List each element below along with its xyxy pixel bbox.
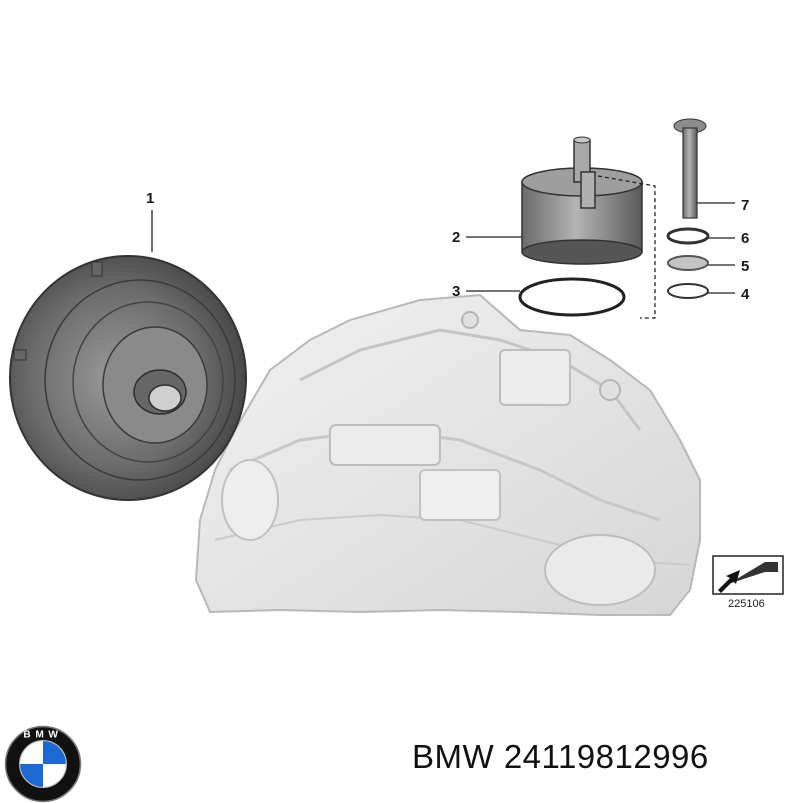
- washer-5: [667, 255, 709, 271]
- callout-1: 1: [146, 190, 155, 207]
- part-number: 24119812996: [503, 738, 709, 775]
- logo-text: BMW: [23, 729, 62, 740]
- callout-5: 5: [741, 258, 750, 275]
- transmission-housing: [194, 293, 701, 616]
- part-caption: BMW 24119812996: [412, 738, 709, 776]
- callout-6: 6: [741, 230, 750, 247]
- washer-6: [666, 227, 710, 245]
- bmw-roundel-icon: BMW: [4, 725, 82, 803]
- oil-filter: [521, 136, 643, 265]
- brand-name: BMW: [412, 738, 495, 775]
- bolt: [673, 118, 707, 219]
- callout-2: 2: [452, 229, 461, 246]
- washer-4: [667, 283, 709, 299]
- leader-lines: [151, 175, 735, 319]
- callout-3: 3: [452, 283, 461, 300]
- arrow-icon: [718, 570, 740, 593]
- reference-number: 225106: [728, 598, 765, 610]
- callout-4: 4: [741, 286, 750, 303]
- reference-badge: [712, 555, 784, 595]
- torque-converter: [9, 255, 247, 501]
- callout-7: 7: [741, 197, 750, 214]
- gasket-ring: [518, 277, 626, 317]
